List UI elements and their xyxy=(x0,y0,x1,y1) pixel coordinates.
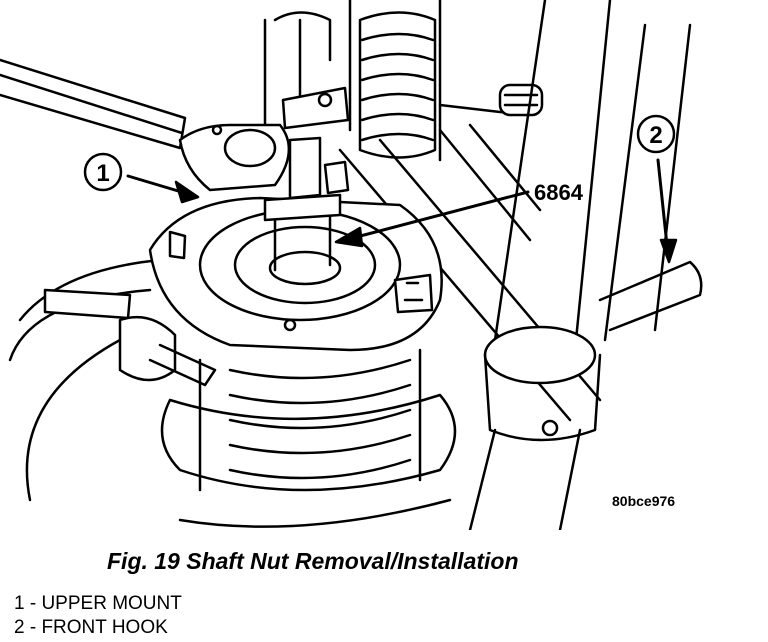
mount-stud xyxy=(43,288,217,387)
callout-tool: 6864 xyxy=(334,180,584,248)
legend-item: 2 - FRONT HOOK xyxy=(14,617,168,638)
front-hook-tool xyxy=(468,0,703,530)
coiled-hose xyxy=(358,11,437,159)
callout-1-label: 1 xyxy=(96,160,109,187)
upper-mount xyxy=(148,196,443,352)
figure-legend: 1 - UPPER MOUNT 2 - FRONT HOOK xyxy=(14,592,182,640)
image-code: 80bce976 xyxy=(612,493,675,509)
shaft-nut-illustration: 1 6864 2 80bce976 xyxy=(0,0,703,530)
wrench-handle xyxy=(0,58,187,150)
hook-cable xyxy=(438,83,544,117)
coil-spring xyxy=(8,258,457,528)
figure-caption: Fig. 19 Shaft Nut Removal/Installation xyxy=(107,548,519,574)
tool-number-label: 6864 xyxy=(534,180,584,205)
background-rods xyxy=(263,0,442,162)
callout-2-label: 2 xyxy=(649,122,662,149)
legend-item: 1 - UPPER MOUNT xyxy=(14,593,182,614)
strut-shaft-tool xyxy=(178,86,350,272)
callout-1: 1 xyxy=(83,152,200,204)
callout-2: 2 xyxy=(636,114,678,264)
